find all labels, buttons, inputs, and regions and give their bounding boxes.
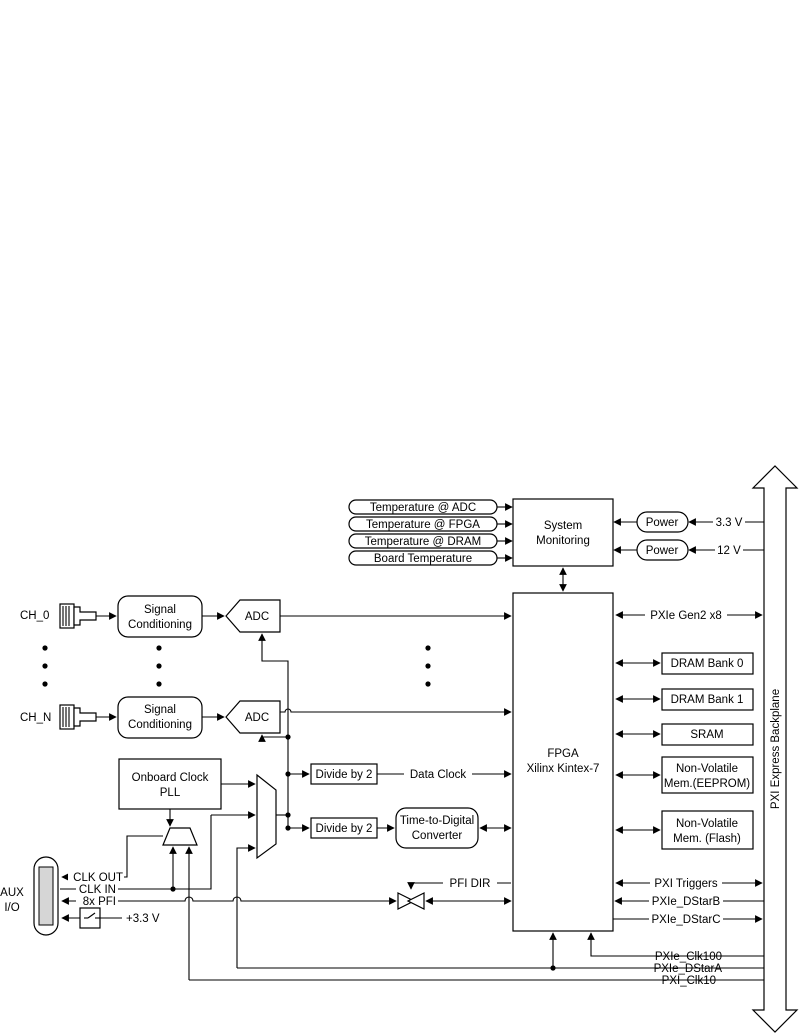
aux-connector-icon (33, 856, 59, 936)
pxie-dstarb-label: PXIe_DStarB (652, 896, 721, 908)
pxi-clk10-label: PXI_Clk10 (662, 975, 716, 987)
pfi-dir-label: PFI DIR (450, 878, 491, 890)
system-monitoring-block: System Monitoring (512, 498, 614, 567)
flash-label-line2: Mem. (Flash) (673, 833, 741, 845)
signal-conditioning-n-line2: Conditioning (128, 719, 192, 731)
pxie-dstara-label: PXIe_DStarA (654, 963, 723, 975)
data-clock-label: Data Clock (410, 769, 466, 781)
v12-label: 12 V (717, 545, 741, 557)
pxi-express-backplane: PXI Express Backplane (751, 465, 799, 1033)
power-monitors: Power Power 3.3 V 12 V (613, 511, 764, 561)
divide-by-2-data-label: Divide by 2 (316, 769, 373, 781)
eeprom-label-line2: Mem.(EEPROM) (664, 778, 750, 790)
clk-in-label: CLK IN (79, 884, 116, 896)
fpga-label-line2: Xilinx Kintex-7 (527, 763, 600, 775)
dram1-label: DRAM Bank 1 (671, 694, 744, 706)
system-monitoring-label-line2: Monitoring (536, 535, 590, 547)
backplane-signals: PXI Triggers PXIe_DStarB PXIe_DStarC PXI… (189, 876, 764, 987)
fpga-block: FPGA Xilinx Kintex-7 (512, 592, 614, 932)
tdc-label-line2: Converter (412, 830, 463, 842)
adc-n-label: ADC (245, 712, 269, 724)
chn-label: CH_N (20, 712, 51, 724)
power-12-label: Power (646, 545, 679, 557)
power-33-label: Power (646, 517, 679, 529)
signal-conditioning-n-line1: Signal (144, 704, 176, 716)
sma-connector-icon (59, 704, 97, 730)
channel-n: CH_N Signal Conditioning ADC (20, 696, 512, 739)
dram0-label: DRAM Bank 0 (671, 658, 744, 670)
pxie-dstarc-label: PXIe_DStarC (651, 914, 720, 926)
aux-io: AUX I/O CLK OUT CLK IN 8x PFI +3.3 V P (0, 815, 512, 936)
channel-ellipsis (42, 645, 431, 687)
flash-label-line1: Non-Volatile (676, 818, 738, 830)
clk-out-label: CLK OUT (73, 872, 123, 884)
temp-dram-label: Temperature @ DRAM (365, 536, 481, 548)
pxi-triggers-label: PXI Triggers (654, 878, 718, 890)
v33-label: 3.3 V (716, 517, 743, 529)
signal-conditioning-0-line1: Signal (144, 604, 176, 616)
sram-label: SRAM (690, 729, 723, 741)
pullup-voltage-label: +3.3 V (126, 913, 160, 925)
board-temp-label: Board Temperature (374, 553, 472, 565)
temp-fpga-label: Temperature @ FPGA (366, 519, 480, 531)
pxie-gen2-label: PXIe Gen2 x8 (650, 610, 722, 622)
temp-adc-label: Temperature @ ADC (370, 502, 476, 514)
clock-distribution: Onboard Clock PLL Divide by 2 Data Clock… (61, 633, 512, 980)
channel-0: CH_0 Signal Conditioning ADC (20, 595, 512, 638)
temperature-sensors: Temperature @ ADC Temperature @ FPGA Tem… (348, 499, 513, 566)
system-monitoring-label-line1: System (544, 520, 582, 532)
clock-mux-icon (256, 773, 277, 860)
pxie-clk100-label: PXIe_Clk100 (655, 951, 722, 963)
adc-0-label: ADC (245, 611, 269, 623)
pll-label-line1: Onboard Clock (132, 772, 209, 784)
tdc-label-line1: Time-to-Digital (400, 815, 474, 827)
pxie-gen2-link: PXIe Gen2 x8 (615, 607, 763, 622)
pfi-label: 8x PFI (83, 896, 116, 908)
backplane-label: PXI Express Backplane (770, 689, 782, 809)
aux-label-line1: AUX (0, 887, 24, 899)
pll-label-line2: PLL (160, 787, 181, 799)
divide-by-2-tdc-label: Divide by 2 (316, 823, 373, 835)
eeprom-label-line1: Non-Volatile (676, 763, 738, 775)
memory-blocks: DRAM Bank 0 DRAM Bank 1 SRAM Non-Volatil… (615, 652, 754, 850)
sma-connector-icon (59, 603, 97, 629)
aux-label-line2: I/O (4, 902, 19, 914)
fpga-label-line1: FPGA (547, 748, 579, 760)
clk-out-mux-icon (162, 827, 198, 846)
pfi-buffer-icon (397, 892, 425, 910)
ch0-label: CH_0 (20, 610, 49, 622)
signal-conditioning-0-line2: Conditioning (128, 619, 192, 631)
